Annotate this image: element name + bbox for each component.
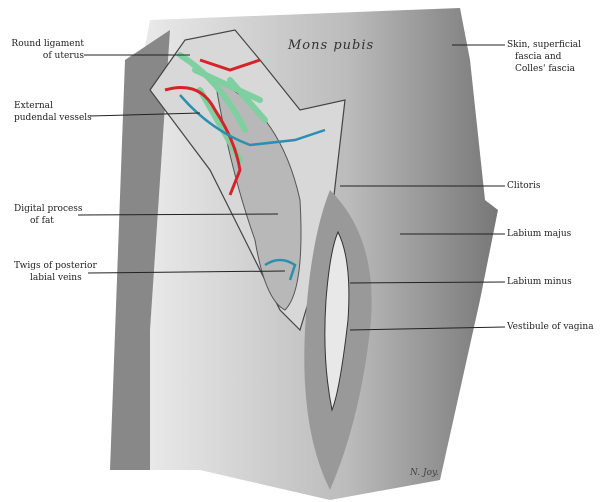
label-mons-pubis: Mons pubis: [288, 38, 375, 53]
leader-lines: [77, 44, 506, 331]
label-labium-minus: Labium minus: [507, 277, 572, 287]
labium-minus-shape: [324, 230, 350, 412]
label-labium-majus: Labium majus: [507, 229, 572, 239]
digital-process-of-fat: [214, 79, 302, 311]
external-pudendal-artery: [164, 58, 261, 196]
label-clitoris: Clitoris: [507, 181, 541, 191]
external-pudendal-vein: [179, 94, 326, 281]
artist-signature: N. Joy.: [410, 468, 439, 478]
label-vestibule: Vestibule of vagina: [507, 322, 594, 332]
left-thigh-shade: [110, 30, 170, 470]
